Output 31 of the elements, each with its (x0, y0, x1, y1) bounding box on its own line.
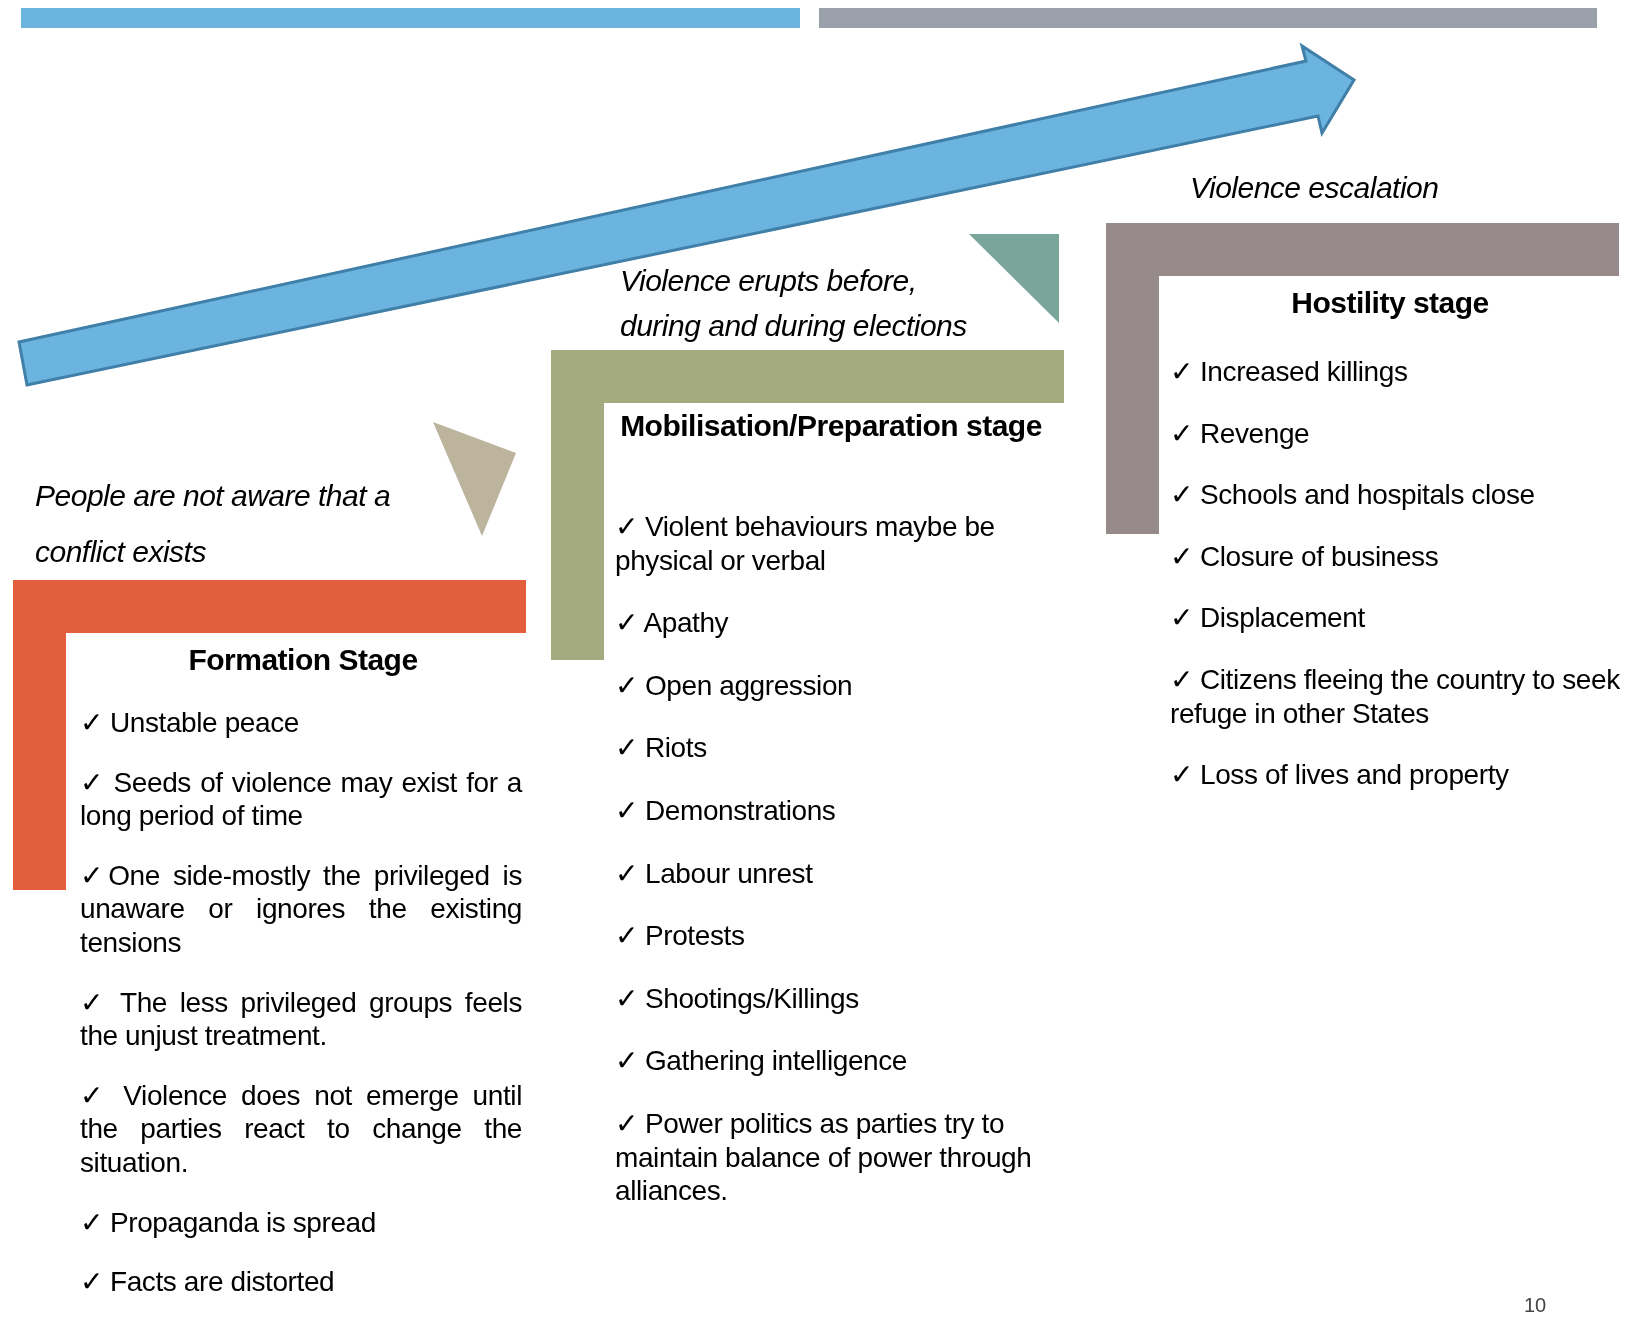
stage-heading: Hostility stage (1290, 285, 1490, 321)
checklist-item: ✓ Seeds of violence may exist for a long period of time (80, 765, 522, 833)
checklist-item: ✓ Demonstrations (615, 793, 837, 828)
checklist-item: ✓ Closure of business (1170, 539, 1440, 574)
checklist-item: ✓ Unstable peace (80, 706, 300, 740)
checklist-item: ✓ Open aggression (615, 668, 854, 703)
checklist-item: ✓ Propaganda is spread (80, 1205, 377, 1240)
checklist-item: ✓ Power politics as parties try to maintain balance of power through alliances. (615, 1106, 1033, 1208)
checklist-item: ✓ Apathy (615, 606, 730, 640)
checklist-item: ✓ Displacement (1170, 601, 1366, 635)
checklist-item: ✓ Revenge (1170, 416, 1311, 451)
page-number: 10 (1524, 1294, 1547, 1317)
checklist-item: ✓ Loss of lives and property (1170, 758, 1510, 792)
checklist-item: ✓One side-mostly the privileged is unaware or ignores the existing tensions (80, 858, 522, 960)
checklist-item: ✓ Riots (615, 731, 708, 765)
checklist-item: ✓ Shootings/Killings (615, 981, 860, 1016)
stage-heading: Mobilisation/Preparation stage (619, 408, 1043, 444)
checklist-item: ✓ Gathering intelligence (615, 1044, 909, 1078)
checklist-item: ✓ Schools and hospitals close (1170, 478, 1536, 512)
stage-heading: Formation Stage (187, 642, 419, 678)
checklist-item: ✓ Labour unrest (615, 856, 814, 891)
checklist-item: ✓ Facts are distorted (80, 1265, 336, 1299)
checklist-item: ✓ Violent behaviours maybe be physical or verbal (615, 510, 996, 578)
checklist-item: ✓ Increased killings (1170, 355, 1409, 389)
checklist-item: ✓ Protests (615, 919, 746, 953)
checklist-item: ✓ Violence does not emerge until the parties react to change the situation. (80, 1078, 522, 1180)
checklist-item: ✓ The less privileged groups feels the unjust treatment. (80, 985, 522, 1053)
checklist-item: ✓ Citizens fleeing the country to seek refuge in other States (1170, 662, 1620, 731)
stage-caption: Violence escalation (1190, 170, 1440, 206)
stage-caption: People are not aware that a conflict exists (35, 478, 392, 570)
stage-caption: Violence erupts before, during and during elections (620, 263, 968, 344)
